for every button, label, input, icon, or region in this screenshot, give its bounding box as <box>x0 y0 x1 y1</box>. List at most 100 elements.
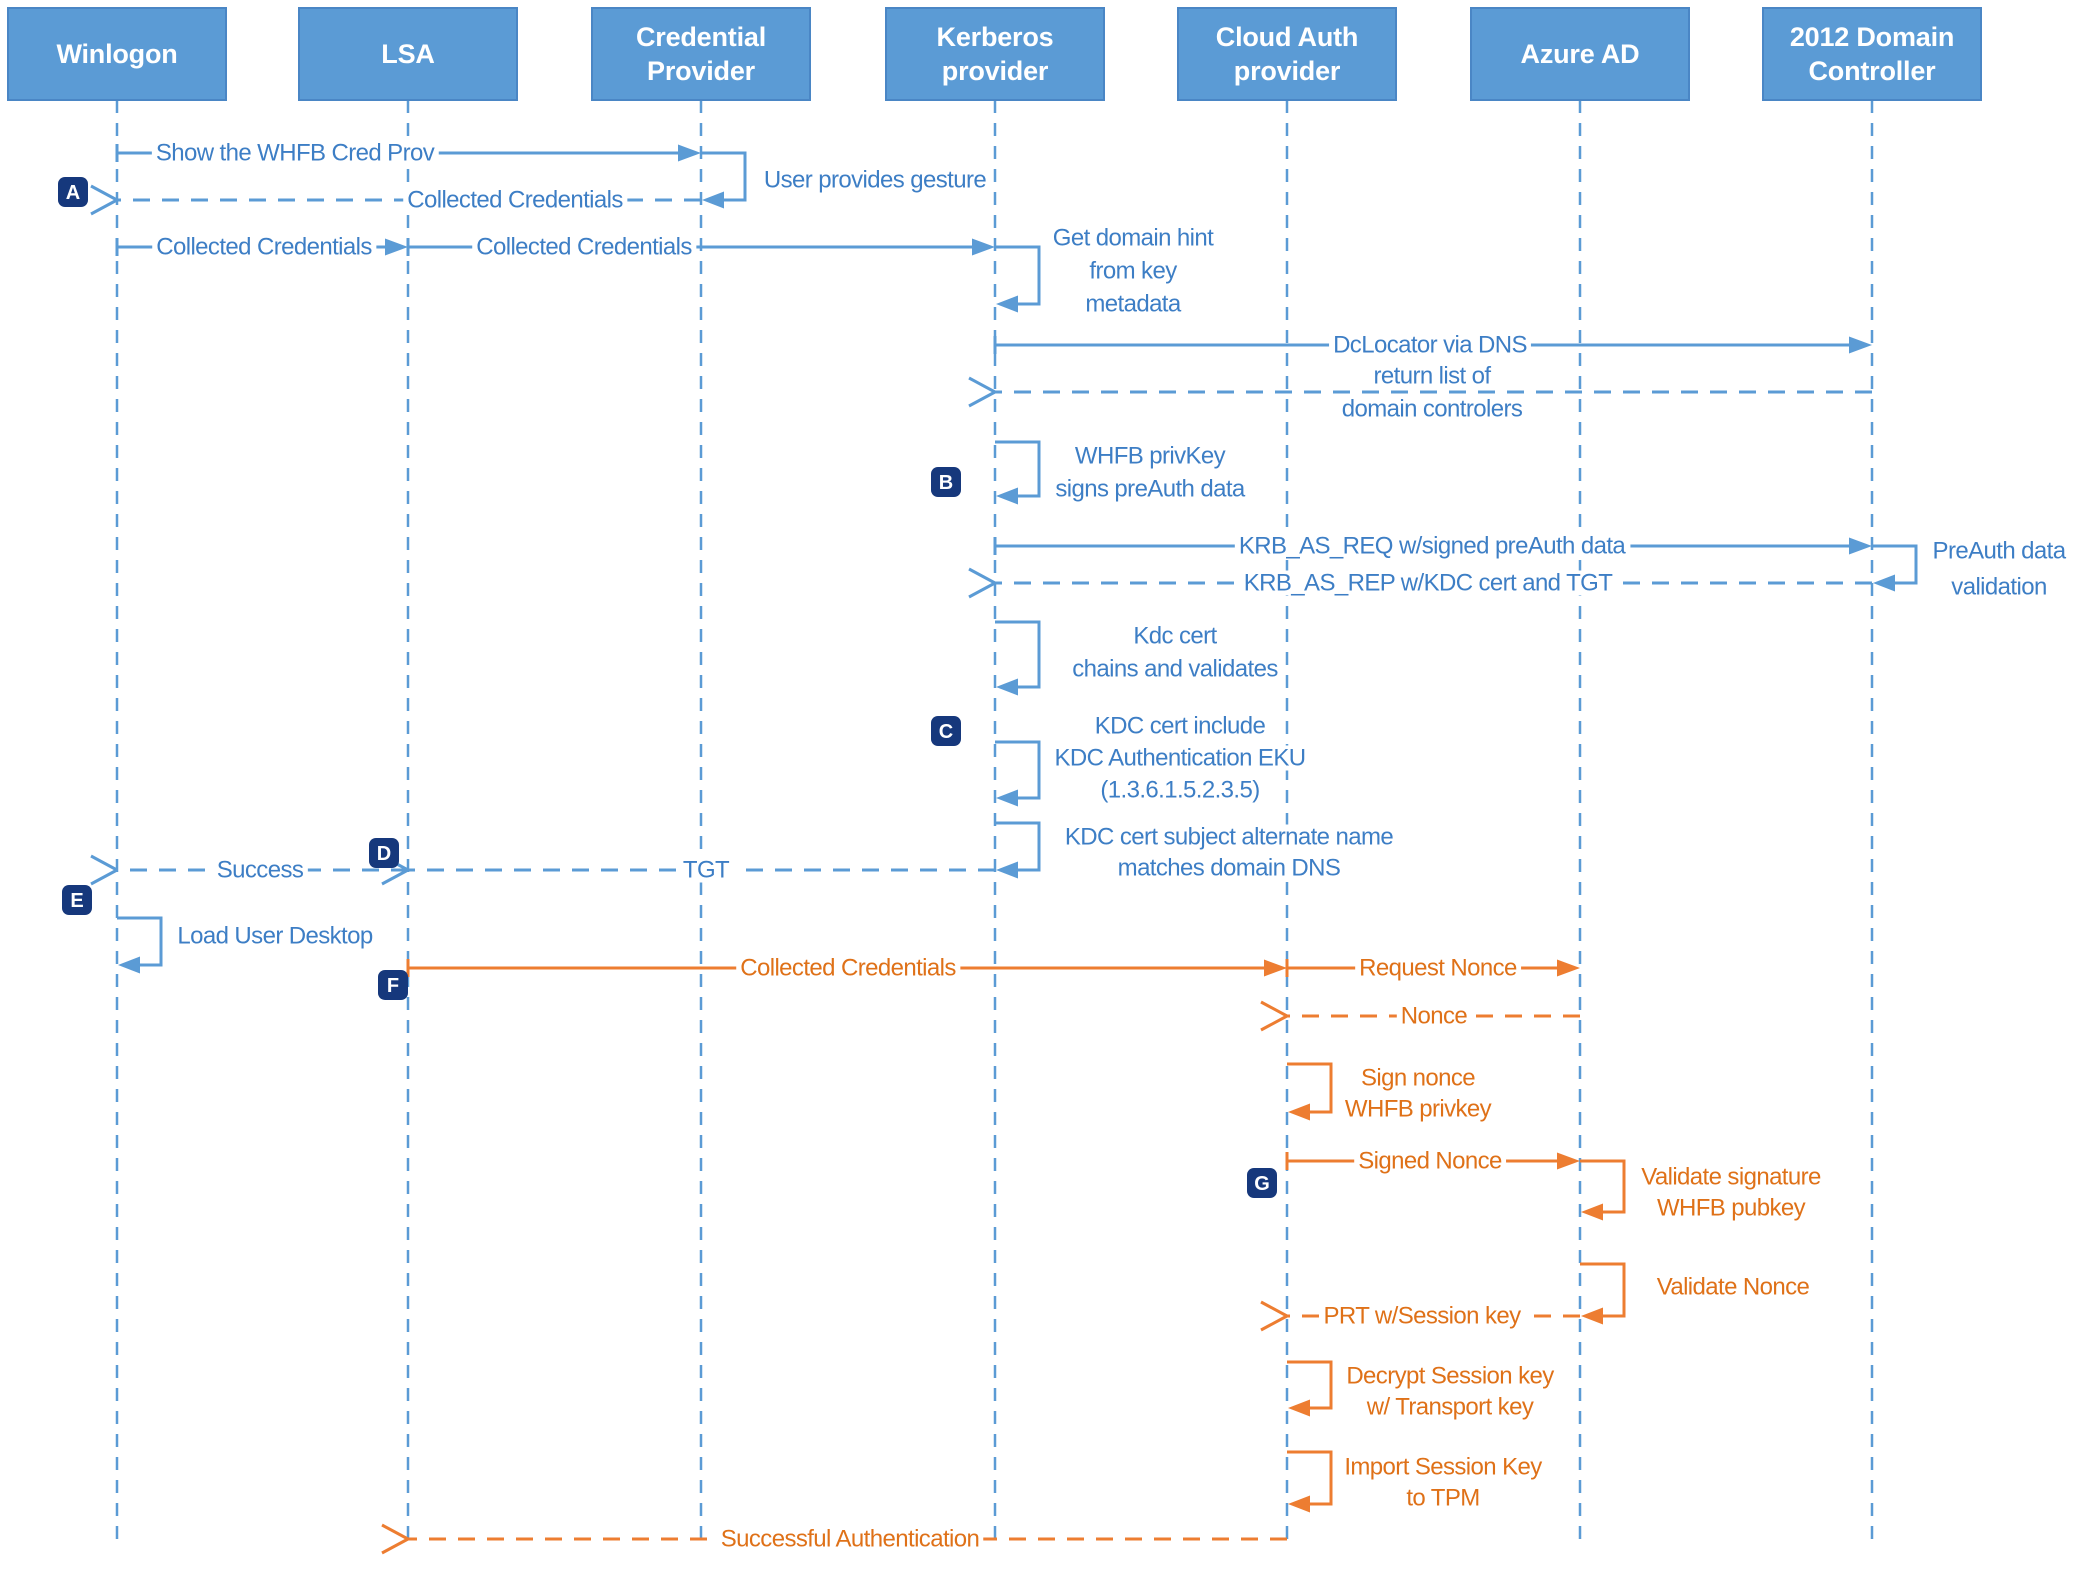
arrowhead-filled-icon <box>702 191 724 209</box>
label-backdrop <box>1090 713 1270 739</box>
message-label: KRB_AS_REQ w/signed preAuth data <box>1239 533 1627 560</box>
label-backdrop <box>1068 656 1283 682</box>
self-loop-line <box>701 151 747 202</box>
label-backdrop <box>1652 1274 1814 1300</box>
arrowhead-open-icon <box>968 581 996 599</box>
label-backdrop <box>1234 533 1631 559</box>
marker-letter: F <box>387 975 399 997</box>
self-loop-line <box>1287 1062 1333 1114</box>
label-backdrop <box>152 234 377 260</box>
actor-rect <box>1470 7 1690 101</box>
label-backdrop <box>1319 1303 1526 1329</box>
label-backdrop <box>1340 1454 1547 1480</box>
message-prt-w-session-key: PRT w/Session key <box>1260 1300 1580 1332</box>
label-backdrop <box>1129 623 1222 649</box>
message-label: Decrypt Session key <box>1346 1363 1554 1390</box>
arrowhead-open-icon <box>1260 1014 1288 1032</box>
step-marker-a: A <box>58 177 88 207</box>
self-loop-line <box>995 821 1041 872</box>
arrowhead-open-icon <box>1260 1300 1288 1318</box>
step-marker-c: C <box>931 716 961 746</box>
actor-rect <box>7 7 227 101</box>
message-label: Import Session Key <box>1344 1454 1542 1481</box>
label-backdrop <box>1361 1394 1538 1420</box>
arrowhead-filled-icon <box>1849 336 1872 354</box>
message-label: Validate Nonce <box>1657 1274 1810 1301</box>
marker-rect <box>931 467 961 497</box>
arrowhead-filled-icon <box>996 861 1018 879</box>
message-label: validation <box>1951 574 2046 601</box>
message-label: Sign nonce <box>1361 1065 1475 1092</box>
message-label: Show the WHFB Cred Prov <box>156 140 435 167</box>
self-loop-line <box>995 245 1041 306</box>
self-loop-line <box>1872 544 1918 585</box>
label-backdrop <box>1340 1096 1496 1122</box>
message-label: w/ Transport key <box>1366 1394 1534 1421</box>
arrowhead-open-icon <box>381 868 409 886</box>
arrowhead-filled-icon <box>1288 1495 1310 1513</box>
message-label: Request Nonce <box>1359 955 1517 982</box>
message-label: Collected Credentials <box>407 187 623 214</box>
message-label: TGT <box>683 857 730 884</box>
actor-label: Cloud Auth <box>1216 22 1358 52</box>
label-backdrop <box>1396 1003 1472 1029</box>
label-backdrop <box>678 857 735 883</box>
message-request-nonce: Request Nonce <box>1285 955 1580 982</box>
message-label: Kdc cert <box>1133 623 1217 650</box>
label-backdrop <box>1070 443 1230 469</box>
message-label: KRB_AS_REP w/KDC cert and TGT <box>1244 570 1613 597</box>
message-krb-as-req-w-signed-preauth-data: KRB_AS_REQ w/signed preAuth data <box>993 533 1872 560</box>
self-message-decrypt-session-key: Decrypt Session key w/ Transport key <box>1287 1360 1559 1421</box>
self-loop-line <box>995 440 1041 498</box>
arrowhead-filled-icon <box>1873 574 1895 592</box>
label-backdrop <box>1048 225 1219 251</box>
self-loop-line <box>117 916 163 967</box>
arrowhead-filled-icon <box>1581 1307 1603 1325</box>
label-backdrop <box>1085 258 1182 284</box>
label-backdrop <box>1096 777 1264 803</box>
label-backdrop <box>1051 476 1250 502</box>
label-backdrop <box>472 234 697 260</box>
actor-label: Credential <box>636 22 766 52</box>
marker-rect <box>931 716 961 746</box>
label-backdrop <box>212 857 308 883</box>
message-label: return list of <box>1374 363 1492 390</box>
message-show-the-whfb-cred-prov: Show the WHFB Cred Prov <box>115 140 701 167</box>
message-label: WHFB pubkey <box>1657 1195 1806 1222</box>
message-label: (1.3.6.1.5.2.3.5) <box>1100 777 1259 804</box>
message-tgt: TGT <box>381 854 995 886</box>
arrowhead-filled-icon <box>996 678 1018 696</box>
message-label: Collected Credentials <box>156 234 372 261</box>
actor-label: 2012 Domain <box>1790 22 1954 52</box>
actor-box-lsa: LSA <box>298 7 518 101</box>
message-nonce: Nonce <box>1260 1000 1580 1032</box>
label-backdrop <box>736 955 961 981</box>
step-marker-g: G <box>1247 1168 1277 1198</box>
label-backdrop <box>1081 291 1186 317</box>
message-label: KDC cert subject alternate name <box>1065 824 1393 851</box>
message-label: PRT w/Session key <box>1324 1303 1522 1330</box>
arrowhead-open-icon <box>90 854 118 872</box>
self-loop-line <box>995 740 1041 800</box>
arrowhead-open-icon <box>968 376 996 394</box>
self-loop-line <box>1580 1262 1626 1318</box>
self-message-validate-nonce: Validate Nonce <box>1580 1262 1814 1325</box>
message-label: signs preAuth data <box>1055 476 1246 503</box>
arrowhead-filled-icon <box>385 238 408 256</box>
label-backdrop <box>1354 1148 1507 1174</box>
message-label: Successful Authentication <box>721 1526 980 1553</box>
message-collected-credentials: Collected Credentials <box>406 234 995 261</box>
message-successful-authentication: Successful Authentication <box>381 1523 1287 1555</box>
message-label: Nonce <box>1401 1003 1468 1030</box>
actor-rect <box>1762 7 1982 101</box>
self-message-load-user-desktop: Load User Desktop <box>117 916 377 974</box>
